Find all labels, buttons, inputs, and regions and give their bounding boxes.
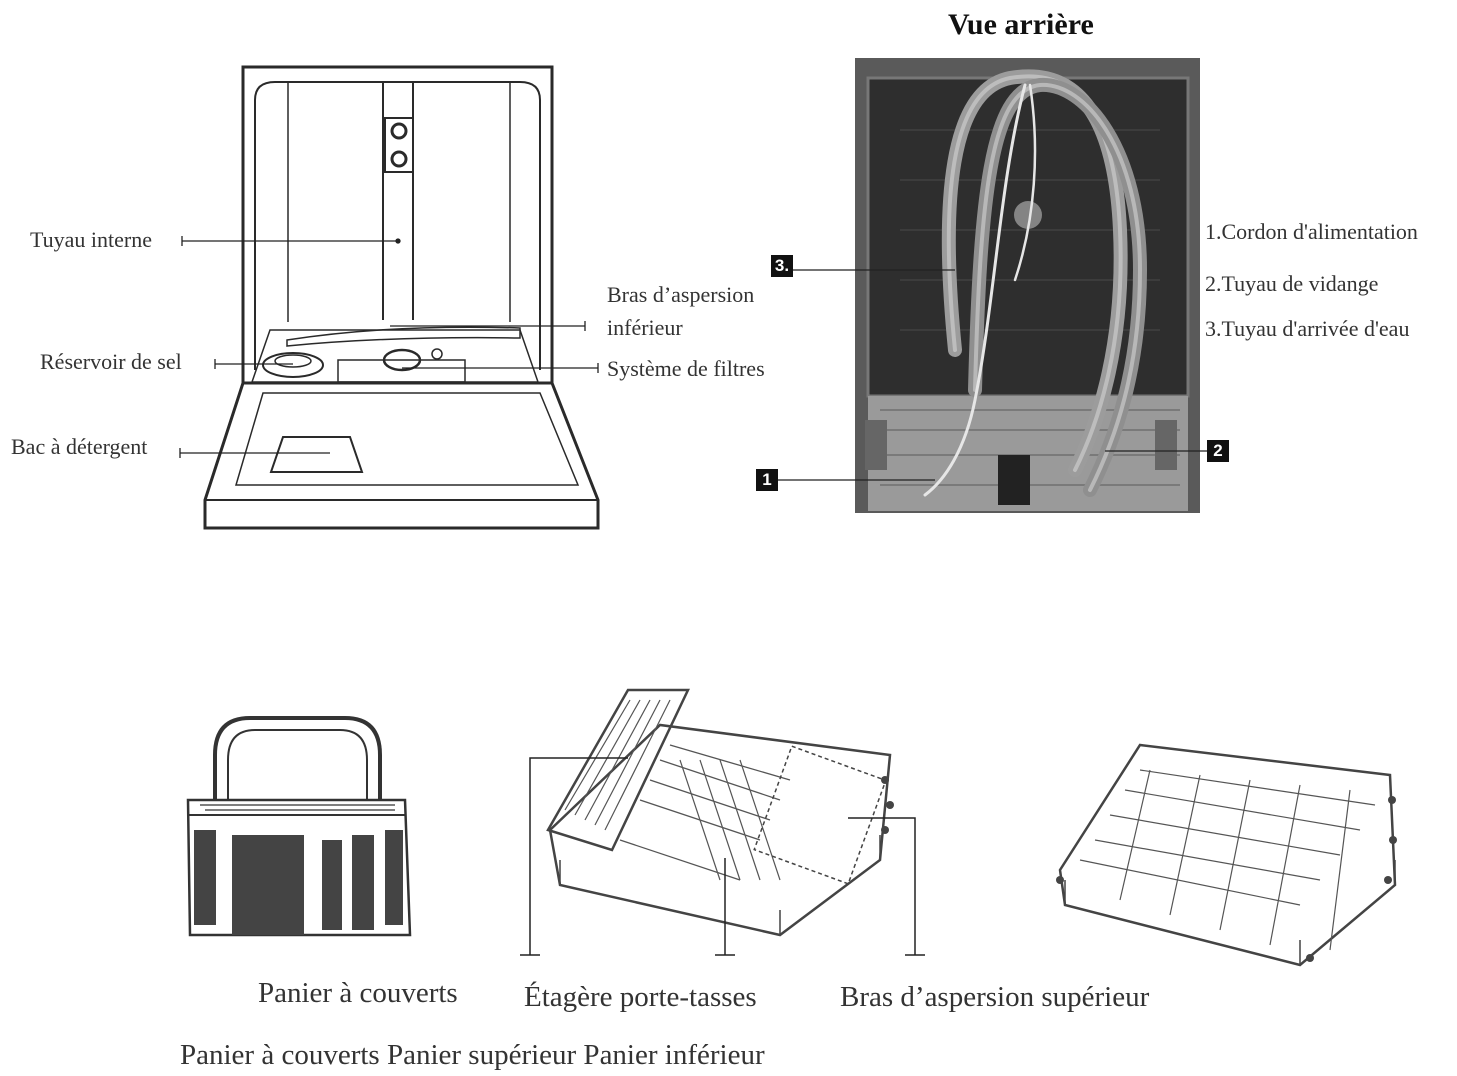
dishwasher-rear-illustration [855,58,1200,513]
lower-basket-illustration [1056,743,1397,967]
caption-baskets: Panier à couverts Panier supérieur Panie… [180,1039,765,1071]
rear-view-title: Vue arrière [948,8,1094,41]
cutlery-basket-illustration [186,716,412,937]
front-leader-lines [179,236,599,458]
legend-drain-hose: 2.Tuyau de vidange [1205,271,1379,296]
label-salt-reservoir: Réservoir de sel [40,349,182,374]
label-internal-pipe: Tuyau interne [30,227,153,252]
upper-basket-illustration [546,688,894,937]
upper-basket-leader-lines [520,757,925,956]
label-detergent-tray: Bac à détergent [11,434,148,459]
label-lower-spray-arm-line2: inférieur [607,315,683,340]
rear-badge-3: 3. [771,255,793,277]
label-cutlery-basket: Panier à couverts [258,977,458,1009]
legend-water-inlet-hose: 3.Tuyau d'arrivée d'eau [1205,316,1410,341]
label-cup-shelf: Étagère porte-tasses [524,981,757,1013]
rear-leader-lines [778,269,1207,481]
dishwasher-front-illustration [203,65,600,530]
label-lower-spray-arm-line1: Bras d’aspersion [607,282,755,307]
label-filter-system: Système de filtres [607,356,765,381]
rear-badge-1: 1 [756,469,778,491]
label-upper-spray-arm: Bras d’aspersion supérieur [840,981,1150,1013]
legend-power-cord: 1.Cordon d'alimentation [1205,219,1418,244]
rear-badge-2: 2 [1207,440,1229,462]
